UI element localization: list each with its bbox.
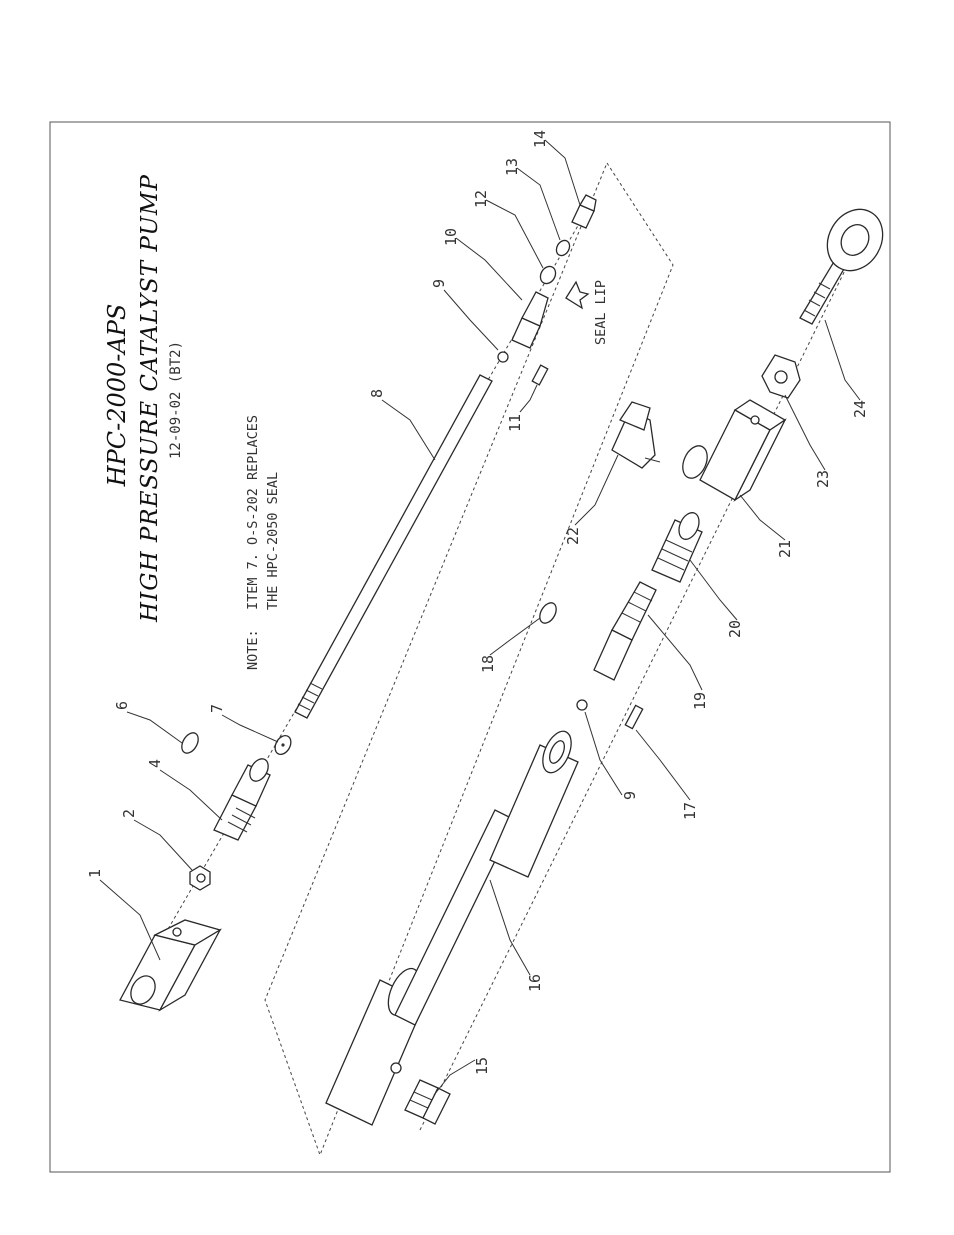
part-11-pin <box>532 365 548 385</box>
callout-23: 23 <box>814 470 832 488</box>
callout-24: 24 <box>851 400 869 418</box>
part-23-hex-nut <box>762 355 800 398</box>
callout-18: 18 <box>479 655 497 673</box>
callout-9-upper: 9 <box>430 279 448 288</box>
callout-12: 12 <box>472 190 490 208</box>
title-name: HIGH PRESSURE CATALYST PUMP <box>137 174 163 623</box>
callout-4: 4 <box>146 759 164 768</box>
callout-11: 11 <box>506 414 524 432</box>
part-24-rod-end <box>800 199 894 324</box>
part-7-seal <box>272 733 294 757</box>
part-1-clevis <box>120 920 220 1010</box>
part-9-ball-lower <box>577 700 587 710</box>
part-4-gland <box>214 756 272 840</box>
part-14-valve-nut <box>572 195 596 228</box>
note-line1: ITEM 7. O-S-202 REPLACES <box>245 415 261 610</box>
note-label: NOTE: <box>245 629 261 670</box>
callout-7: 7 <box>208 704 226 713</box>
part-12-washer <box>537 264 558 287</box>
callout-9-lower: 9 <box>621 791 639 800</box>
part-21-block <box>678 400 785 500</box>
callout-1: 1 <box>86 869 104 878</box>
callout-16: 16 <box>526 974 544 992</box>
callout-22: 22 <box>564 527 582 545</box>
callout-15: 15 <box>473 1057 491 1075</box>
callout-19: 19 <box>691 692 709 710</box>
title-model: HPC-2000-APS <box>103 304 131 488</box>
callout-6: 6 <box>113 701 131 710</box>
title-date-code: 12-09-02 (BT2) <box>168 341 184 459</box>
callout-20: 20 <box>726 620 744 638</box>
callout-17: 17 <box>681 802 699 820</box>
seal-lip-label: SEAL LIP <box>593 280 609 345</box>
part-8-rod <box>295 375 492 718</box>
part-15-fitting <box>405 1080 450 1124</box>
callout-8: 8 <box>368 389 386 398</box>
part-10-plunger-tip <box>512 292 548 348</box>
part-20-bushing <box>652 510 703 582</box>
drawing-border <box>50 122 890 1172</box>
part-9-ball-upper <box>498 352 508 362</box>
callout-13: 13 <box>503 158 521 176</box>
part-19-plunger <box>594 582 656 680</box>
leader-lines <box>100 140 860 1095</box>
part-18-oring <box>536 600 559 626</box>
part-2-hex-nut <box>190 866 210 890</box>
callout-10: 10 <box>442 228 460 246</box>
callout-21: 21 <box>776 540 794 558</box>
callout-14: 14 <box>531 130 549 148</box>
seal-lip-arrow-icon <box>566 282 588 308</box>
note-line2: THE HPC-2050 SEAL <box>265 472 281 610</box>
callout-2: 2 <box>120 809 138 818</box>
part-22-elbow <box>612 402 660 468</box>
